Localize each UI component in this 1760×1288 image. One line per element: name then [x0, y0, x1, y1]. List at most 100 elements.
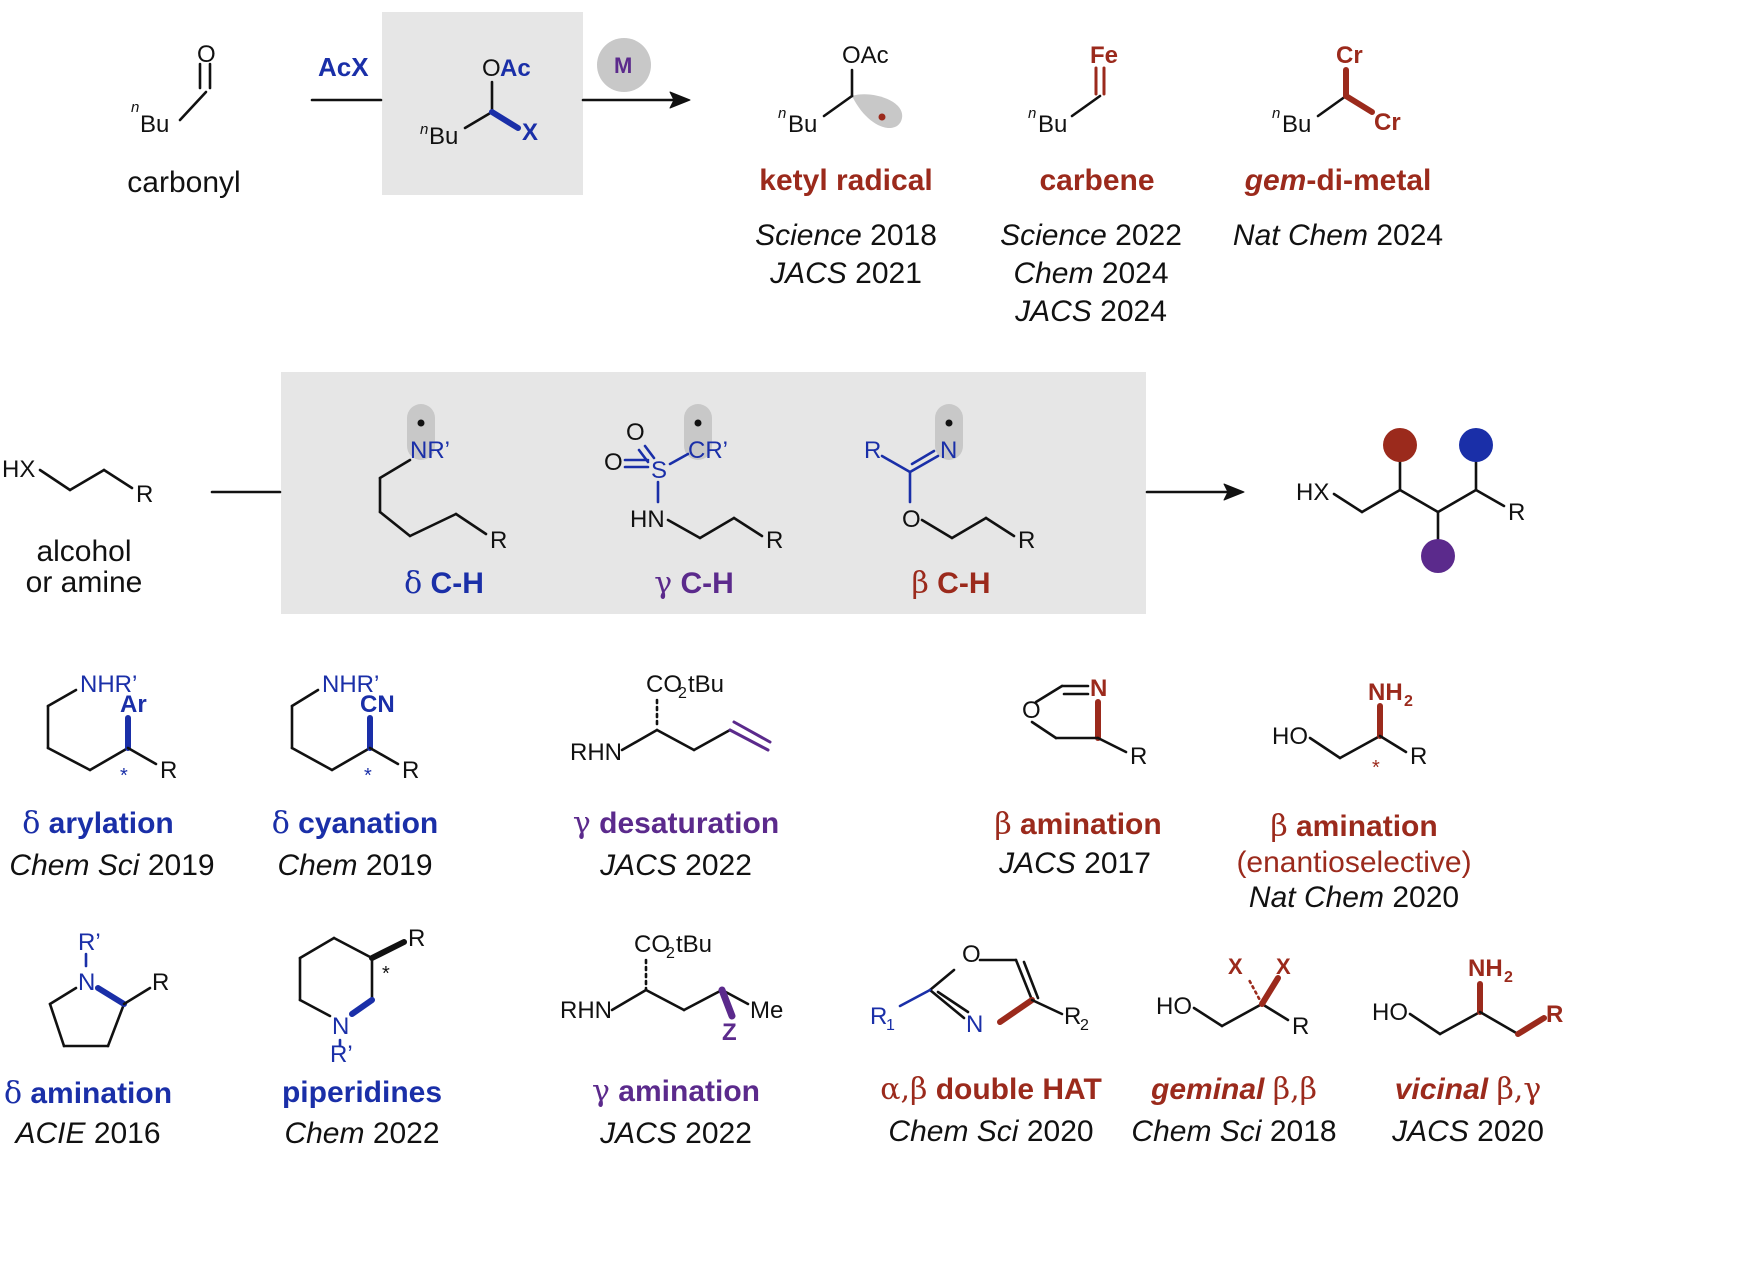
vicinal-amino-structure: NH 2 HO R [1372, 955, 1563, 1037]
svg-text:CR’: CR’ [688, 437, 728, 464]
carbonyl-structure: O n Bu [131, 41, 216, 138]
double-hat-ref: Chem Sci 2020 [888, 1115, 1094, 1148]
gamma-amination-structure: CO 2 tBu RHN Me Z [560, 931, 783, 1046]
svg-text:R: R [160, 757, 177, 784]
ketyl-ref-1: Science 2018 [755, 219, 937, 252]
svg-text:S: S [651, 457, 667, 484]
substrate-label-line2: or amine [25, 566, 143, 599]
svg-text:N: N [78, 969, 95, 996]
enantioselective-subtitle: (enantioselective) [1236, 846, 1472, 879]
svg-text:2: 2 [1404, 693, 1413, 710]
svg-text:R: R [870, 1003, 887, 1030]
svg-text:N: N [940, 437, 957, 464]
svg-text:O: O [197, 41, 216, 68]
svg-text:R’: R’ [330, 1041, 353, 1068]
svg-text:X: X [1228, 954, 1243, 979]
carbonyl-label: carbonyl [127, 166, 241, 199]
svg-text:X: X [522, 119, 538, 146]
svg-text:*: * [1372, 757, 1380, 779]
ketyl-radical-structure: OAc n Bu [778, 42, 903, 138]
delta-arylation-title: δ arylation [22, 806, 174, 841]
svg-text:R: R [1292, 1013, 1309, 1040]
delta-arylation-structure: NHR’ Ar * R [46, 671, 177, 787]
gamma-amination-ref: JACS 2022 [600, 1117, 752, 1150]
oxazoline-structure: O N R [1022, 675, 1147, 770]
svg-text:tBu: tBu [676, 931, 712, 958]
svg-text:R: R [1064, 1003, 1081, 1030]
svg-text:HO: HO [1156, 993, 1192, 1020]
gem-dimetal-structure: Cr Cr n Bu [1272, 42, 1401, 138]
svg-text:*: * [364, 765, 372, 787]
svg-text:R: R [490, 527, 507, 554]
svg-text:X: X [1276, 954, 1291, 979]
svg-text:*: * [382, 963, 390, 985]
svg-text:Fe: Fe [1090, 42, 1118, 69]
svg-text:O: O [962, 941, 981, 968]
metal-label: M [614, 53, 632, 78]
svg-text:n: n [1028, 105, 1036, 122]
svg-text:RHN: RHN [570, 739, 622, 766]
svg-text:Cr: Cr [1336, 42, 1363, 69]
gamma-desaturation-title: γ desaturation [572, 806, 780, 841]
reagent-label: AcX [318, 52, 369, 82]
svg-text:Ar: Ar [120, 691, 147, 718]
carbene-structure: Fe n Bu [1028, 42, 1118, 138]
beta-amination-enantio-title: β amination [1270, 809, 1438, 844]
delta-amination-title: δ amination [3, 1076, 173, 1111]
svg-text:1: 1 [886, 1017, 895, 1034]
svg-text:n: n [778, 105, 786, 122]
svg-text:NR’: NR’ [410, 437, 450, 464]
gem-dimetal-label: gem-di-metal [1244, 164, 1432, 197]
gamma-desaturation-structure: CO 2 tBu RHN [570, 671, 772, 766]
svg-text:NHR’: NHR’ [80, 671, 137, 698]
substrate-label-line1: alcohol [36, 535, 132, 568]
intermediate-box [382, 12, 583, 195]
functionalized-product-structure: HX R [1296, 428, 1525, 573]
metal-circle [597, 38, 651, 92]
svg-text:*: * [120, 765, 128, 787]
svg-text:Z: Z [722, 1019, 737, 1046]
svg-text:2: 2 [666, 945, 675, 962]
delta-cyanation-structure: NHR’ CN * R [290, 671, 419, 787]
geminal-ref: Chem Sci 2018 [1131, 1115, 1337, 1148]
svg-text:Ac: Ac [500, 55, 531, 82]
substrate-structure: HX R [2, 456, 153, 508]
svg-text:NH: NH [1368, 679, 1403, 706]
svg-text:OAc: OAc [842, 42, 889, 69]
svg-text:R: R [136, 481, 153, 508]
svg-text:R: R [766, 527, 783, 554]
svg-text:Bu: Bu [429, 123, 458, 150]
svg-text:R: R [1130, 743, 1147, 770]
beta-imidate-radical-structure: R N O R [864, 404, 1035, 554]
beta-amination-enantio-ref: Nat Chem 2020 [1248, 881, 1460, 914]
pyrrolidine-structure: R’ N R [48, 929, 169, 1048]
svg-text:O: O [1022, 697, 1041, 724]
svg-text:Bu: Bu [1282, 111, 1311, 138]
double-hat-title: α,β double HAT [880, 1072, 1102, 1107]
svg-text:n: n [131, 99, 139, 116]
svg-text:R: R [152, 969, 169, 996]
svg-text:R: R [864, 437, 881, 464]
delta-cyanation-title: δ cyanation [271, 806, 439, 841]
geminal-title: geminal β,β [1151, 1072, 1317, 1107]
svg-text:NH: NH [1468, 955, 1503, 982]
svg-text:R: R [1546, 1001, 1563, 1028]
gamma-ch-label: γ C-H [654, 566, 734, 601]
svg-text:HX: HX [1296, 479, 1329, 506]
delta-amination-ref: ACIE 2016 [15, 1117, 161, 1150]
svg-text:N: N [1090, 675, 1107, 702]
gem-dimetal-ref-1: Nat Chem 2024 [1232, 219, 1444, 252]
svg-text:HO: HO [1272, 723, 1308, 750]
svg-text:O: O [626, 419, 645, 446]
carbene-label: carbene [1039, 164, 1155, 197]
svg-text:R’: R’ [78, 929, 101, 956]
svg-text:CO: CO [634, 931, 670, 958]
svg-text:NHR’: NHR’ [322, 671, 379, 698]
delta-amidyl-radical-structure: NR’ R [378, 404, 507, 554]
ketyl-radical-label: ketyl radical [759, 164, 933, 197]
piperidine-structure: R * N R’ [298, 925, 425, 1068]
svg-text:R: R [1018, 527, 1035, 554]
svg-text:O: O [902, 506, 921, 533]
svg-text:HX: HX [2, 456, 35, 483]
svg-text:O: O [482, 55, 501, 82]
